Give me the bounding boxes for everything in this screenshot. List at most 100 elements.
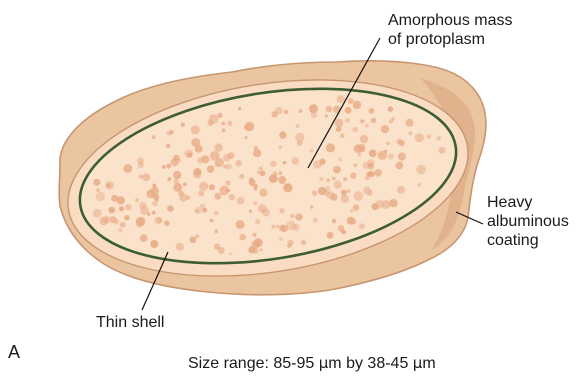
granule — [371, 118, 376, 123]
granule — [142, 173, 150, 181]
granule — [166, 131, 171, 136]
granule — [124, 215, 129, 220]
granule — [350, 173, 356, 179]
granule — [259, 167, 263, 171]
granule — [140, 234, 148, 242]
panel-letter: A — [8, 343, 20, 362]
granule — [381, 125, 389, 133]
granule — [341, 190, 347, 196]
granule — [226, 181, 231, 186]
granule — [123, 164, 132, 173]
granule — [166, 164, 171, 169]
coating-label-line2: albuminous — [487, 212, 569, 231]
granule — [310, 149, 314, 153]
granule — [173, 155, 179, 161]
granule — [162, 165, 166, 169]
granule — [236, 220, 245, 229]
granule — [259, 170, 265, 176]
granule — [167, 177, 171, 181]
granule — [209, 184, 215, 190]
granule — [405, 119, 413, 127]
granule — [195, 207, 202, 214]
granule — [214, 230, 218, 234]
granule — [299, 109, 303, 113]
granule — [93, 179, 100, 186]
granule — [347, 217, 355, 225]
granule — [103, 216, 110, 223]
granule — [152, 211, 156, 215]
granule — [338, 225, 345, 232]
granule — [139, 175, 143, 179]
granule — [198, 190, 204, 196]
granule — [271, 111, 277, 117]
micro-symbol: µ — [319, 354, 329, 372]
granule — [343, 177, 347, 181]
protoplasm-label-line2: of protoplasm — [388, 30, 513, 49]
granule — [201, 155, 209, 163]
granule — [319, 159, 325, 165]
granule — [176, 243, 184, 251]
granule — [238, 107, 241, 110]
granule — [287, 243, 292, 248]
granule — [152, 201, 158, 207]
granule — [244, 136, 247, 139]
granule — [279, 237, 283, 241]
granule — [309, 104, 318, 113]
granule — [251, 240, 259, 248]
granule — [276, 225, 280, 229]
granule — [332, 177, 336, 181]
granule — [210, 151, 220, 161]
granule — [295, 213, 303, 221]
granule — [222, 122, 226, 126]
granule — [290, 214, 294, 218]
granule — [279, 208, 285, 214]
granule — [226, 189, 230, 193]
protoplasm-label-line1: Amorphous mass — [388, 11, 513, 30]
size-prefix: Size range: 85-95 — [188, 355, 319, 372]
granule — [369, 108, 375, 114]
granule — [137, 157, 144, 164]
shell-label: Thin shell — [96, 313, 164, 332]
granule — [292, 157, 299, 164]
granule — [93, 209, 102, 218]
granule — [439, 147, 446, 154]
granule — [96, 188, 100, 192]
granule — [426, 134, 431, 139]
granule — [338, 158, 342, 162]
granule — [345, 107, 352, 114]
granule — [191, 125, 200, 134]
granule — [389, 199, 397, 207]
granule — [279, 131, 286, 138]
granule — [249, 177, 253, 181]
granule — [386, 142, 389, 145]
granule — [326, 106, 333, 113]
granule — [301, 240, 306, 245]
granule — [374, 169, 382, 177]
granule — [408, 132, 412, 136]
protoplasm-label: Amorphous mass of protoplasm — [388, 11, 513, 49]
granule — [217, 113, 222, 118]
granule — [125, 204, 132, 211]
granule — [214, 193, 221, 200]
granule — [416, 165, 426, 175]
granule — [327, 232, 334, 239]
granule — [245, 122, 254, 131]
granule — [173, 183, 182, 192]
granule — [335, 119, 343, 127]
granule — [210, 219, 214, 223]
granule — [384, 150, 387, 153]
granule — [195, 235, 199, 239]
granule — [113, 219, 119, 225]
granule — [285, 184, 289, 188]
granule — [396, 162, 404, 170]
granule — [270, 161, 276, 167]
granule — [199, 182, 208, 191]
granule — [223, 154, 231, 162]
granule — [147, 213, 150, 216]
granule — [190, 236, 197, 243]
micro-symbol: µ — [413, 354, 423, 372]
granule — [388, 154, 394, 160]
granule — [358, 144, 366, 152]
